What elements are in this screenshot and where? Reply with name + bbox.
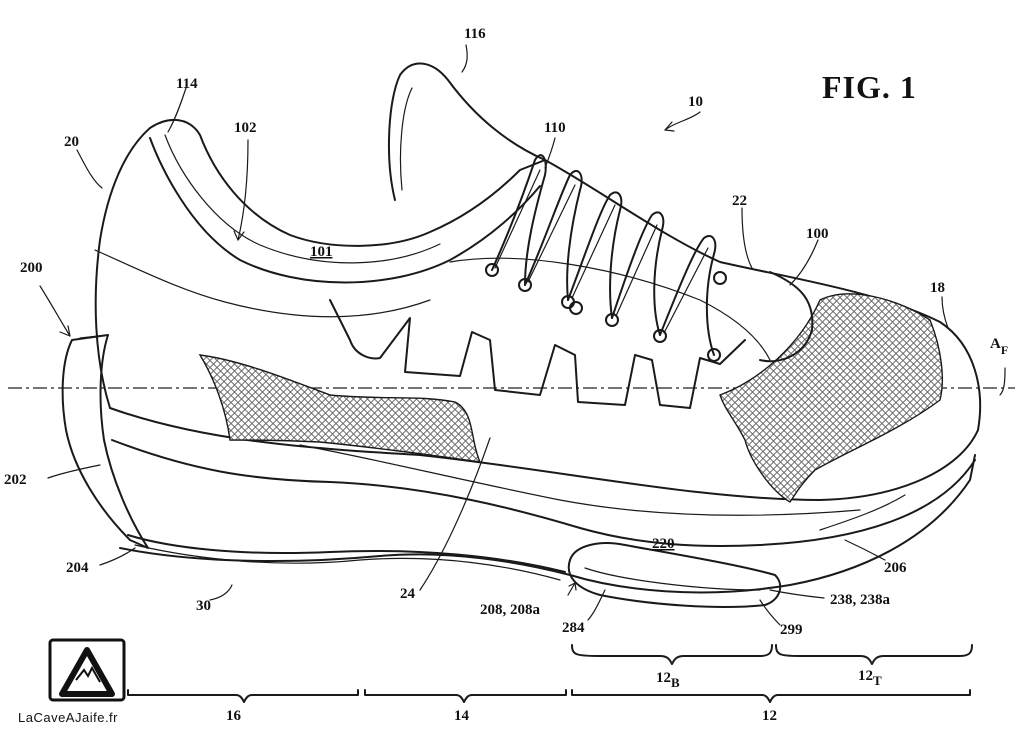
midsole-inner-line xyxy=(299,444,861,516)
outsole-bottom xyxy=(127,534,566,573)
midsole-lower-edge xyxy=(111,439,976,548)
heel-seam xyxy=(94,249,431,318)
label-16: 16 xyxy=(226,708,242,724)
label-200: 200 xyxy=(20,260,43,276)
label-116: 116 xyxy=(464,26,486,42)
leader-lines xyxy=(39,44,1006,626)
label-af: AF xyxy=(990,336,1008,357)
heel-clip-202 xyxy=(61,334,149,549)
upper-outline xyxy=(94,119,982,431)
collar-lining xyxy=(164,134,441,264)
label-12t-sub: T xyxy=(873,673,882,688)
watermark-text: LaCaveAJaife.fr xyxy=(18,710,118,725)
label-12b-sub: B xyxy=(671,675,680,690)
label-12t: 12T xyxy=(858,668,882,688)
label-af-main: A xyxy=(990,336,1001,352)
label-24: 24 xyxy=(400,586,416,602)
label-12: 12 xyxy=(762,708,777,724)
label-238: 238, 238a xyxy=(830,592,891,608)
label-206: 206 xyxy=(884,560,907,576)
label-100: 100 xyxy=(806,226,829,242)
label-12b: 12B xyxy=(656,670,680,690)
mesh-panel-rear xyxy=(198,354,482,463)
label-30: 30 xyxy=(196,598,211,614)
label-20: 20 xyxy=(64,134,79,150)
watermark-logo xyxy=(48,638,126,702)
tongue-inner xyxy=(399,87,413,191)
label-12b-main: 12 xyxy=(656,670,671,686)
eyestay xyxy=(449,257,771,361)
label-204: 204 xyxy=(66,560,89,576)
label-12t-main: 12 xyxy=(858,668,873,684)
mesh-panel-forefoot xyxy=(719,293,944,503)
label-114: 114 xyxy=(176,76,198,92)
cushion-pod-208 xyxy=(567,542,782,608)
side-fins xyxy=(329,299,746,409)
label-14: 14 xyxy=(454,708,470,724)
label-af-sub: F xyxy=(1001,343,1008,357)
heel-clip-edge xyxy=(79,334,109,339)
label-284: 284 xyxy=(562,620,585,636)
outsole-bottom-2 xyxy=(134,544,561,581)
plate-206-line xyxy=(819,494,906,531)
label-299: 299 xyxy=(780,622,803,638)
label-208: 208, 208a xyxy=(480,602,541,618)
label-10: 10 xyxy=(688,94,703,110)
figure-title: FIG. 1 xyxy=(822,69,917,105)
label-202: 202 xyxy=(4,472,27,488)
cushion-pod-inner xyxy=(584,567,761,591)
label-101: 101 xyxy=(310,244,333,260)
collar-inner xyxy=(149,137,541,284)
label-102: 102 xyxy=(234,120,257,136)
label-110: 110 xyxy=(544,120,566,136)
label-220: 220 xyxy=(652,536,675,552)
laces-110 xyxy=(491,154,717,356)
label-18: 18 xyxy=(930,280,945,296)
eyelets xyxy=(485,263,727,362)
range-brackets xyxy=(127,644,973,703)
tongue-116 xyxy=(387,62,546,201)
label-22: 22 xyxy=(732,193,747,209)
